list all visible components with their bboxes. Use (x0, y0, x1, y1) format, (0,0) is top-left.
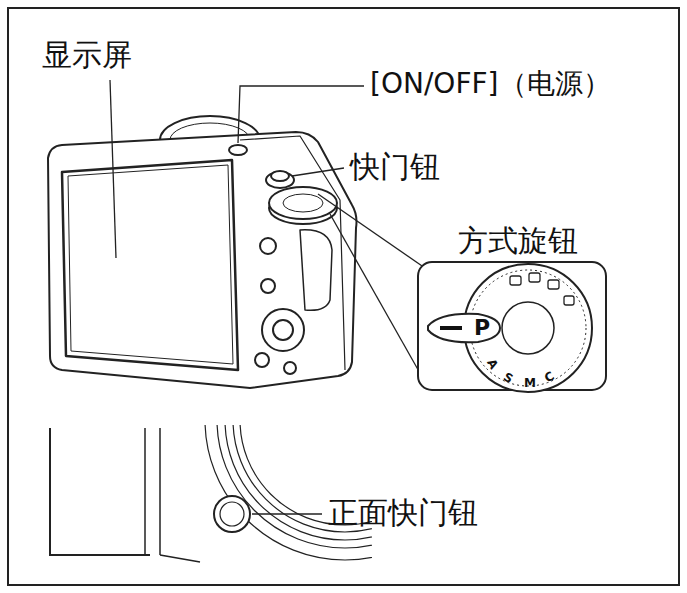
part-label: 正面快门钮 (328, 498, 478, 528)
part-label: 显示屏 (42, 40, 132, 70)
part-label: 方式旋钮 (458, 226, 578, 256)
display-screen (62, 160, 238, 370)
shutter-button (266, 172, 294, 188)
leader-line (110, 80, 116, 258)
dial-inset (418, 262, 606, 392)
dial-mode-letter: P (474, 317, 490, 339)
frame (8, 8, 679, 585)
front-view (50, 425, 372, 562)
leader-line (330, 214, 425, 382)
leader-line (252, 513, 322, 514)
dial-pointer (428, 314, 500, 343)
front-shutter-button (214, 496, 250, 532)
camera-body (48, 132, 357, 388)
part-label: [ON/OFF]（电源） (370, 70, 611, 98)
dial-mode-letter: M (524, 377, 536, 389)
leader-line (292, 168, 344, 176)
leader-line (238, 86, 364, 143)
leader-line (318, 194, 425, 268)
part-label: 快门钮 (350, 152, 440, 182)
power-button (229, 145, 247, 155)
